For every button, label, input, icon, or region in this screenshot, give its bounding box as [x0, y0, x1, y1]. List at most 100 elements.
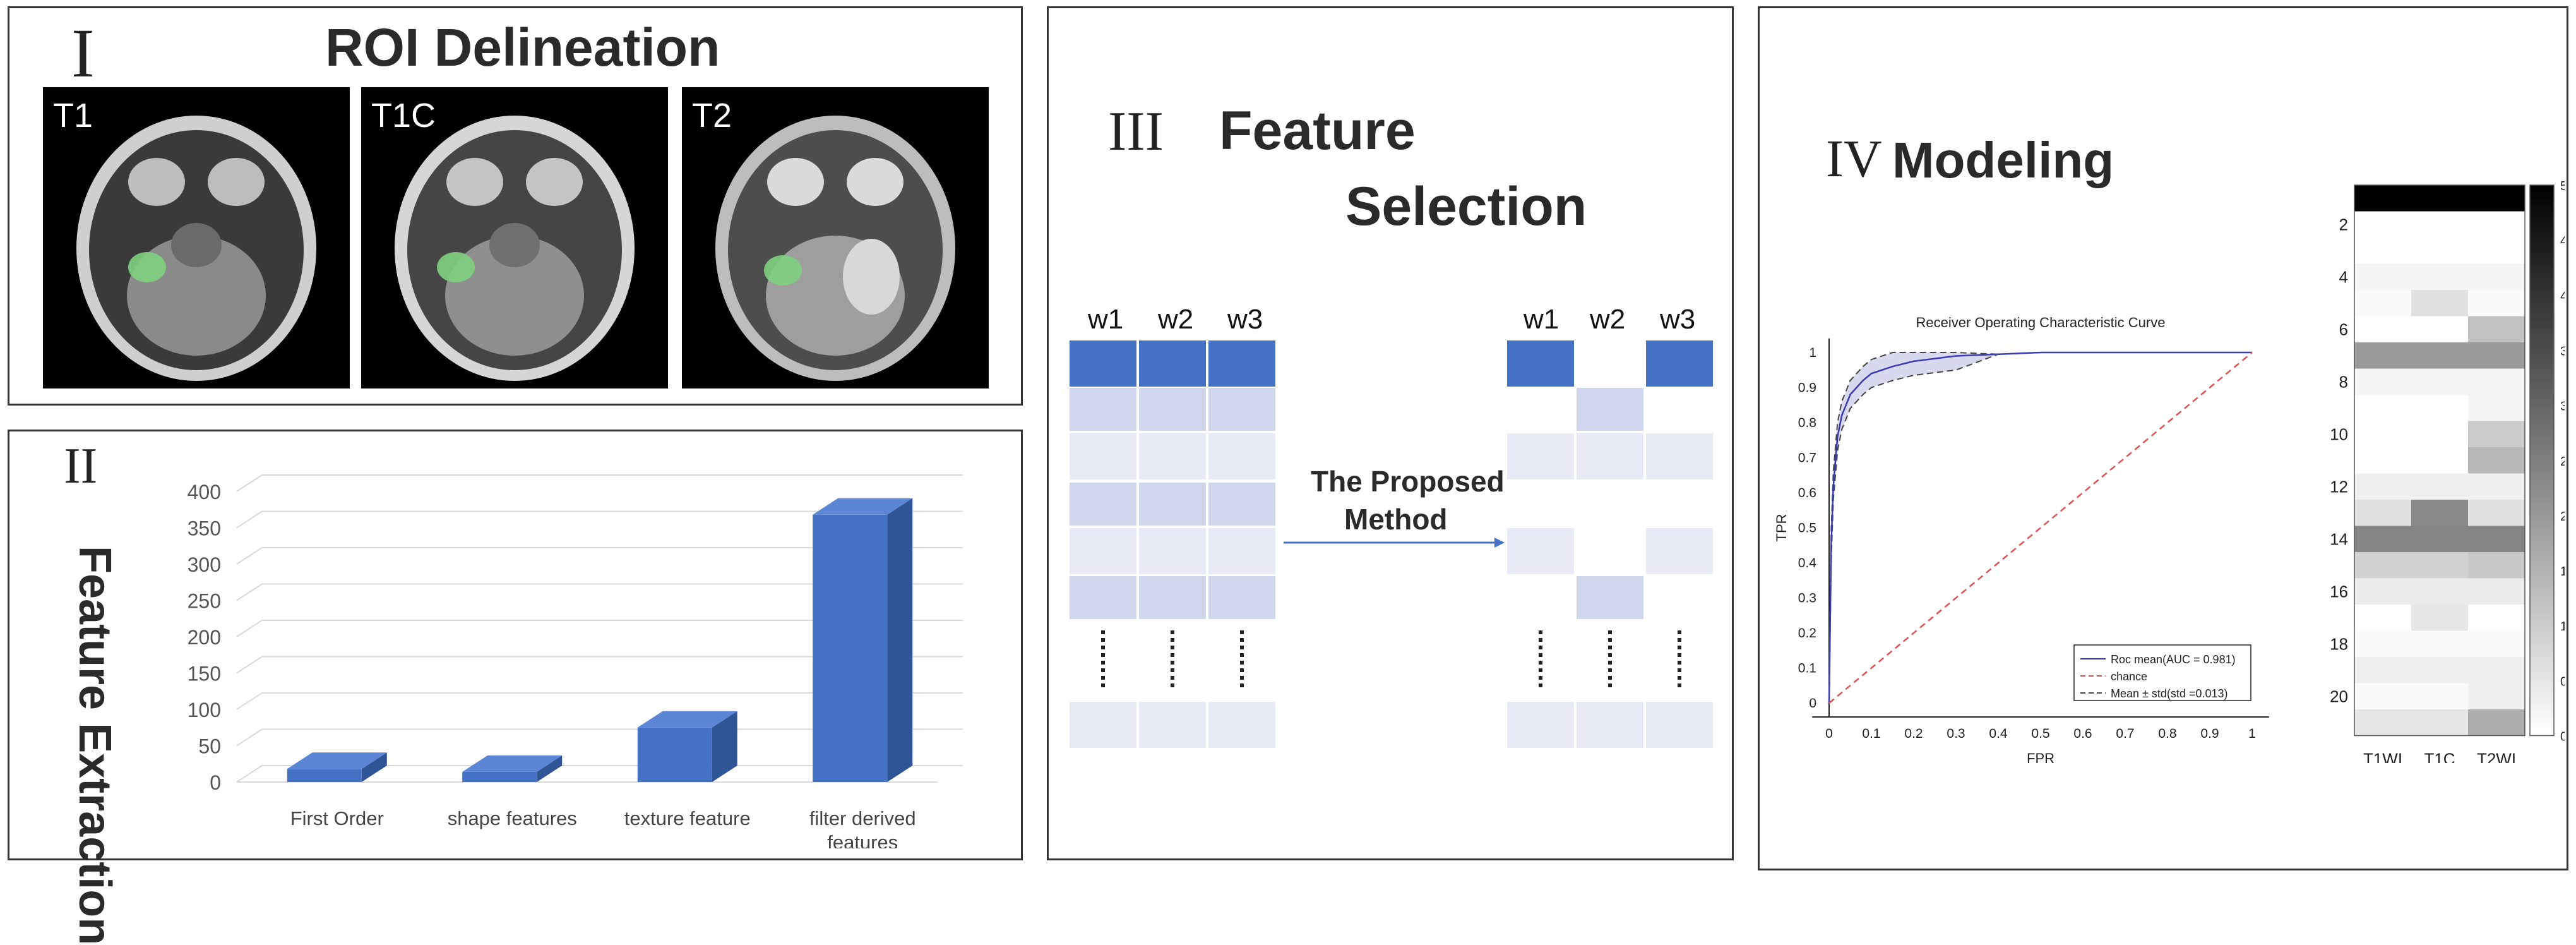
heatmap-cell [2411, 238, 2469, 264]
heatmap-cell [2468, 500, 2525, 526]
heatmap-cell [2468, 316, 2525, 343]
matrix-cell [1207, 701, 1277, 749]
x-tick-label: 0.2 [1904, 726, 1923, 741]
heatmap-cell [2411, 552, 2469, 579]
matrix-cell [1138, 432, 1207, 481]
gridline [236, 510, 263, 529]
y-tick-label: 350 [188, 517, 221, 540]
matrix-cell [1138, 527, 1207, 575]
colorbar-tick-label: 1.5 [2560, 565, 2565, 579]
x-tick-label: filter derived [809, 807, 916, 829]
panel-numeral: III [1108, 101, 1164, 162]
colorbar-tick-label: 3.5 [2560, 344, 2565, 358]
x-tick-label: 0.7 [2116, 726, 2134, 741]
heatmap-cell [2354, 630, 2412, 658]
feature-weight-matrices [1068, 339, 1714, 749]
gridline [236, 620, 263, 637]
feature-heatmap: 2468101214161820T1WIT1CT2WI54.543.532.52… [2330, 179, 2565, 764]
bar-side [361, 752, 387, 782]
x-tick-label: 0.6 [2073, 726, 2092, 741]
row-label: 10 [2330, 424, 2348, 443]
x-axis-label: FPR [2027, 750, 2054, 766]
heatmap-cell [2354, 709, 2412, 736]
heatmap-cell [2468, 185, 2525, 212]
matrix-cell [1207, 432, 1277, 481]
row-label: 14 [2330, 529, 2348, 548]
panel-title: ROI Delineation [325, 18, 720, 77]
row-label: 18 [2330, 634, 2348, 653]
panel-title-line1: Feature [1219, 100, 1416, 161]
x-tick-label: features [827, 831, 898, 848]
heatmap-cell [2411, 342, 2469, 369]
mri-image-t1c: T1C [361, 87, 668, 388]
sequence-label: T1 [53, 97, 93, 135]
heatmap-cell [2468, 421, 2525, 448]
heatmap-cell [2411, 578, 2469, 605]
heatmap-cell [2411, 263, 2469, 291]
colorbar-tick-label: 3 [2560, 400, 2565, 414]
legend-box [2073, 644, 2251, 701]
column-label: T1C [2424, 750, 2455, 764]
matrix-header-cell [1138, 339, 1207, 388]
heatmap-cell [2411, 185, 2469, 212]
matrix-cell [1138, 387, 1207, 432]
method-label-line1: The Proposed [1311, 465, 1505, 498]
bar-side [537, 755, 563, 782]
matrix-cell [1645, 527, 1714, 575]
x-tick-label: 0 [1825, 726, 1833, 741]
heatmap-cell [2411, 421, 2469, 448]
panel-numeral: II [64, 438, 98, 494]
y-tick-label: 0.8 [1798, 416, 1816, 430]
row-label: 6 [2339, 320, 2348, 339]
heatmap-cell [2411, 368, 2469, 395]
heatmap-cell [2411, 316, 2469, 343]
gridline [236, 765, 263, 783]
heatmap-cell [2468, 342, 2525, 369]
heatmap-cell [2354, 395, 2412, 421]
heatmap-cell [2468, 238, 2525, 264]
y-tick-label: 0.3 [1798, 591, 1816, 606]
y-tick-label: 200 [188, 626, 221, 649]
sequence-label: T2 [692, 97, 732, 135]
heatmap-cell [2468, 605, 2525, 631]
x-tick-label: 0.3 [1947, 726, 1965, 741]
weight-header-w1: w1 [1524, 304, 1559, 335]
heatmap-cell [2411, 500, 2469, 526]
row-label: 8 [2339, 372, 2348, 391]
matrix-cell [1068, 701, 1138, 749]
roc-curve-chart: Receiver Operating Characteristic Curve0… [1774, 315, 2269, 766]
weight-header-w2: w2 [1590, 304, 1626, 335]
chance-line [1828, 352, 2253, 704]
row-label: 20 [2330, 687, 2348, 706]
weight-header-w1: w1 [1088, 304, 1124, 335]
matrix-cell [1645, 701, 1714, 749]
y-tick-label: 50 [198, 735, 221, 758]
weight-header-w2: w2 [1158, 304, 1194, 335]
heatmap-cell [2354, 552, 2412, 579]
colorbar-tick-label: 0 [2560, 730, 2565, 744]
matrix-cell [1138, 481, 1207, 527]
panel-numeral: I [71, 15, 95, 92]
x-tick-label: 0.1 [1862, 726, 1880, 741]
colorbar [2529, 184, 2555, 737]
panel-numeral: IV [1826, 129, 1882, 188]
bar-top [287, 752, 387, 769]
heatmap-cell [2468, 578, 2525, 605]
heatmap-cell [2354, 473, 2412, 500]
y-tick-label: 0.7 [1798, 451, 1816, 466]
bar-top [813, 498, 913, 515]
matrix-header-cell [1645, 339, 1714, 388]
bar [637, 727, 712, 782]
row-label: 12 [2330, 477, 2348, 496]
matrix-cell [1068, 432, 1138, 481]
x-tick-label: texture feature [624, 807, 751, 829]
gridline [236, 692, 263, 710]
heatmap-cell [2354, 263, 2412, 291]
colorbar-tick-label: 5 [2560, 179, 2565, 193]
bar [462, 771, 537, 782]
bar [287, 769, 362, 782]
heatmap-cell [2354, 211, 2412, 238]
matrix-cell [1575, 387, 1645, 432]
gridline [236, 474, 263, 492]
